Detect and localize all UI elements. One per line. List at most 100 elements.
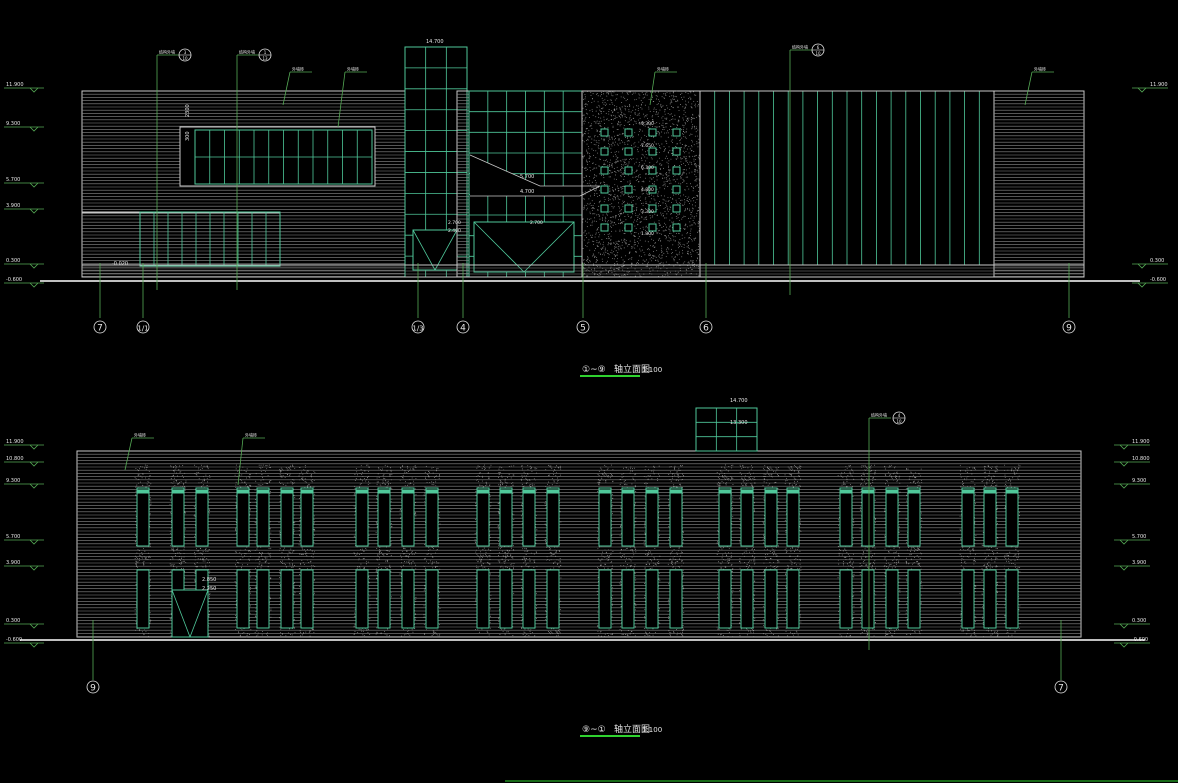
texture-dot xyxy=(607,257,609,258)
texture-dot xyxy=(254,586,256,588)
texture-dot xyxy=(592,234,594,236)
texture-dot xyxy=(645,173,647,175)
texture-dot xyxy=(635,251,637,253)
texture-dot xyxy=(665,109,667,111)
texture-dot xyxy=(255,607,257,609)
texture-dot xyxy=(652,245,654,247)
texture-dot xyxy=(666,91,668,93)
texture-dot xyxy=(665,248,667,250)
texture-dot xyxy=(138,474,140,476)
texture-dot xyxy=(582,107,584,109)
texture-dot xyxy=(177,483,179,484)
texture-dot xyxy=(644,198,646,200)
texture-dot xyxy=(614,162,616,164)
texture-dot xyxy=(611,249,613,251)
texture-dot xyxy=(149,513,151,515)
texture-dot xyxy=(299,586,300,588)
texture-dot xyxy=(666,271,668,273)
texture-dot xyxy=(604,247,606,249)
texture-dot xyxy=(594,175,596,177)
texture-dot xyxy=(614,115,616,117)
texture-dot xyxy=(627,245,629,247)
texture-dot xyxy=(619,121,621,123)
texture-dot xyxy=(634,242,636,243)
texture-dot xyxy=(137,470,139,472)
texture-dot xyxy=(196,472,198,473)
texture-dot xyxy=(648,195,650,197)
texture-dot xyxy=(624,116,626,118)
texture-dot xyxy=(637,151,639,153)
texture-dot xyxy=(622,159,624,161)
texture-dot xyxy=(617,161,619,163)
texture-dot xyxy=(650,91,652,93)
texture-dot xyxy=(697,225,699,227)
texture-dot xyxy=(690,256,692,258)
texture-dot xyxy=(620,239,622,241)
texture-dot xyxy=(610,194,611,196)
texture-dot xyxy=(634,132,636,134)
texture-dot xyxy=(624,158,626,160)
texture-dot xyxy=(290,552,292,554)
texture-dot xyxy=(138,628,140,630)
texture-dot xyxy=(282,475,284,476)
texture-dot xyxy=(615,250,617,252)
texture-dot xyxy=(670,118,672,120)
texture-dot xyxy=(689,235,691,236)
texture-dot xyxy=(586,259,588,260)
texture-dot xyxy=(604,250,606,252)
texture-dot xyxy=(289,473,291,475)
texture-dot xyxy=(250,485,252,487)
texture-dot xyxy=(673,176,675,178)
texture-dot xyxy=(237,562,238,563)
level-label: 0.300 xyxy=(6,258,20,264)
texture-dot xyxy=(588,101,589,102)
texture-dot xyxy=(660,103,662,105)
texture-dot xyxy=(585,204,587,206)
texture-dot xyxy=(616,261,618,262)
texture-dot xyxy=(668,200,670,201)
texture-dot xyxy=(612,189,614,191)
texture-dot xyxy=(627,137,628,139)
texture-dot xyxy=(671,95,673,97)
texture-dot xyxy=(655,259,656,261)
texture-dot xyxy=(627,140,629,142)
texture-dot xyxy=(621,230,623,232)
texture-dot xyxy=(292,559,294,561)
texture-dot xyxy=(261,466,263,468)
texture-dot xyxy=(268,553,270,555)
texture-dot xyxy=(585,149,587,151)
texture-dot xyxy=(669,92,671,94)
texture-dot xyxy=(642,97,644,99)
texture-dot xyxy=(621,113,623,115)
texture-dot xyxy=(598,214,600,216)
texture-dot xyxy=(616,117,618,119)
texture-dot xyxy=(683,96,685,98)
texture-dot xyxy=(587,145,589,147)
texture-dot xyxy=(202,557,204,559)
texture-dot xyxy=(605,269,607,271)
texture-dot xyxy=(663,226,665,227)
texture-dot xyxy=(669,230,671,232)
texture-dot xyxy=(173,471,175,473)
texture-dot xyxy=(662,105,664,107)
texture-dot xyxy=(652,245,654,246)
texture-dot xyxy=(624,176,625,177)
texture-dot xyxy=(669,271,671,273)
texture-dot xyxy=(313,541,315,543)
texture-dot xyxy=(278,481,280,483)
texture-dot xyxy=(178,556,180,557)
texture-dot xyxy=(604,145,606,147)
texture-dot xyxy=(656,228,658,230)
texture-dot xyxy=(686,197,688,199)
texture-dot xyxy=(589,180,591,182)
texture-dot xyxy=(672,107,674,109)
texture-dot xyxy=(655,126,657,128)
texture-dot xyxy=(170,590,172,592)
texture-dot xyxy=(589,117,590,118)
texture-dot xyxy=(150,503,152,505)
texture-dot xyxy=(677,262,679,264)
texture-dot xyxy=(611,165,613,167)
texture-dot xyxy=(203,465,205,467)
texture-dot xyxy=(614,195,616,197)
texture-dot xyxy=(595,121,597,123)
